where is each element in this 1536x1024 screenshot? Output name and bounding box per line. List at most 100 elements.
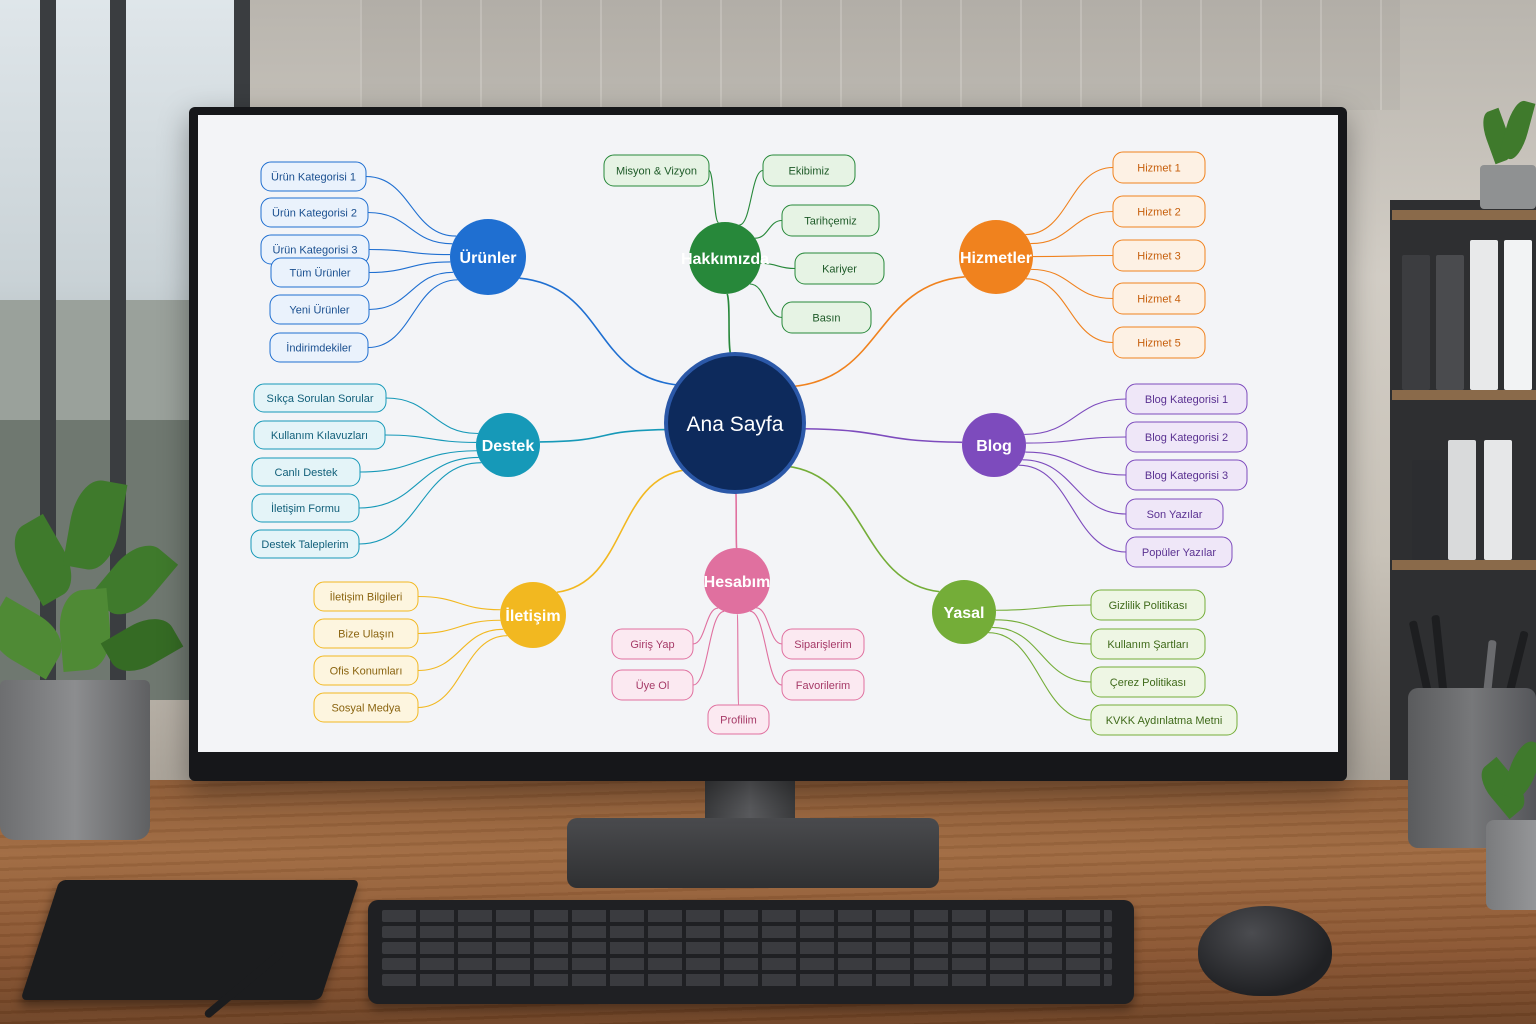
- leaf-node-blog-kategorisi-2[interactable]: Blog Kategorisi 2: [1125, 421, 1248, 453]
- leaf-node-iletisim-formu[interactable]: İletişim Formu: [251, 493, 360, 523]
- binder: [1470, 240, 1498, 390]
- leaf-node-canli-destek[interactable]: Canlı Destek: [251, 457, 361, 487]
- branch-connector-hizmetler: [792, 276, 965, 388]
- hub-node-iletisim[interactable]: İletişim: [500, 582, 566, 648]
- leaf-pill: [781, 628, 865, 660]
- hub-node-yasal[interactable]: Yasal: [932, 580, 996, 644]
- leaf-node-tum-urunler[interactable]: Tüm Ürünler: [270, 257, 370, 288]
- center-node[interactable]: Ana Sayfa: [664, 352, 806, 494]
- leaf-node-blog-kategorisi-3[interactable]: Blog Kategorisi 3: [1125, 459, 1248, 491]
- leaf-label: İletişim Formu: [271, 502, 340, 515]
- leaf-connector: [749, 283, 783, 319]
- leaf-connector: [992, 626, 1092, 683]
- hub-node-blog[interactable]: Blog: [962, 413, 1026, 477]
- leaf-label: Ürün Kategorisi 1: [271, 172, 356, 184]
- leaf-label: KVKK Aydınlatma Metni: [1106, 715, 1223, 727]
- leaf-node-uye-ol[interactable]: Üye Ol: [611, 669, 694, 701]
- leaf-connector: [749, 610, 783, 686]
- leaf-node-kvkk-aydinlatma-metni[interactable]: KVKK Aydınlatma Metni: [1090, 704, 1238, 736]
- leaf-node-gizlilik-politikasi[interactable]: Gizlilik Politikası: [1090, 589, 1206, 621]
- leaf-label: Bize Ulaşın: [338, 629, 394, 641]
- leaf-node-hizmet-5[interactable]: Hizmet 5: [1112, 326, 1206, 359]
- leaf-node-destek-taleplerim[interactable]: Destek Taleplerim: [250, 529, 360, 559]
- leaf-node-yeni-urunler[interactable]: Yeni Ürünler: [269, 294, 370, 325]
- leaf-node-son-yazilar[interactable]: Son Yazılar: [1125, 498, 1224, 530]
- leaf-node-hizmet-4[interactable]: Hizmet 4: [1112, 282, 1206, 315]
- leaf-node-favorilerim[interactable]: Favorilerim: [781, 669, 865, 701]
- leaf-pill: [313, 581, 419, 612]
- leaf-node-sikca-sorulan-sorular[interactable]: Sıkça Sorulan Sorular: [253, 383, 387, 413]
- hub-label: Yasal: [944, 605, 985, 622]
- leaf-node-bize-ulasin[interactable]: Bize Ulaşın: [313, 618, 419, 649]
- shelf-board: [1392, 210, 1536, 220]
- leaf-node-kariyer[interactable]: Kariyer: [794, 252, 885, 285]
- hub-circle: [932, 580, 996, 644]
- leaf-label: Tarihçemiz: [804, 216, 857, 228]
- hub-circle: [689, 222, 761, 294]
- leaf-connector: [708, 169, 720, 224]
- leaf-connector: [358, 462, 482, 545]
- leaf-connector: [692, 610, 725, 686]
- leaf-connector: [760, 262, 796, 270]
- plant-pot-right: [1486, 820, 1536, 910]
- branch-connector-destek: [539, 428, 668, 443]
- leaf-node-indirimdekiler[interactable]: İndirimdekiler: [269, 332, 369, 363]
- leaf-node-cerez-politikasi[interactable]: Çerez Politikası: [1090, 666, 1206, 698]
- leaf-node-urun-kategorisi-1[interactable]: Ürün Kategorisi 1: [260, 161, 367, 192]
- leaf-connector: [1025, 436, 1127, 444]
- monitor-screen: Ürün Kategorisi 1 Ürün Kategorisi 2 Ürün K…: [198, 115, 1338, 752]
- leaf-connector: [384, 434, 477, 443]
- hub-node-hizmetler[interactable]: Hizmetler: [959, 220, 1033, 294]
- leaf-node-populer-yazilar[interactable]: Popüler Yazılar: [1125, 536, 1233, 568]
- hub-circle: [476, 413, 540, 477]
- nodes: Ürün Kategorisi 1 Ürün Kategorisi 2 Ürün K…: [250, 151, 1248, 736]
- leaf-node-blog-kategorisi-1[interactable]: Blog Kategorisi 1: [1125, 383, 1248, 415]
- hub-label: Hizmetler: [960, 250, 1032, 267]
- leaf-label: Son Yazılar: [1147, 509, 1203, 521]
- binder: [1436, 255, 1464, 390]
- leaf-node-hizmet-1[interactable]: Hizmet 1: [1112, 151, 1206, 184]
- leaf-connector: [417, 635, 508, 709]
- leaf-label: Profilim: [720, 715, 757, 727]
- leaf-pill: [251, 493, 360, 523]
- leaf-node-urun-kategorisi-3[interactable]: Ürün Kategorisi 3: [260, 234, 370, 265]
- leaf-connector: [1025, 451, 1127, 476]
- leaf-node-urun-kategorisi-2[interactable]: Ürün Kategorisi 2: [260, 197, 369, 228]
- leaf-pill: [794, 252, 885, 285]
- hub-node-hakkimizda[interactable]: Hakkımızda: [681, 222, 769, 294]
- binder: [1448, 440, 1476, 560]
- leaf-node-kullanim-kilavuzlari[interactable]: Kullanım Kılavuzları: [253, 420, 386, 450]
- leaf-label: Hizmet 1: [1137, 163, 1180, 175]
- leaf-node-kullanim-sartlari[interactable]: Kullanım Şartları: [1090, 628, 1206, 660]
- keyboard: [368, 900, 1134, 1004]
- leaf-node-hizmet-2[interactable]: Hizmet 2: [1112, 195, 1206, 228]
- monitor-stand-neck: [705, 775, 795, 825]
- center-label: Ana Sayfa: [687, 413, 784, 436]
- leaf-node-siparislerim[interactable]: Siparişlerim: [781, 628, 865, 660]
- leaf-label: Gizlilik Politikası: [1109, 600, 1188, 612]
- leaf-node-ekibimiz[interactable]: Ekibimiz: [762, 154, 856, 187]
- leaf-pill: [1125, 459, 1248, 491]
- leaf-connector: [359, 450, 477, 473]
- leaf-node-misyon-vizyon[interactable]: Misyon & Vizyon: [603, 154, 710, 187]
- leaf-pill: [781, 669, 865, 701]
- leaf-node-hizmet-3[interactable]: Hizmet 3: [1112, 239, 1206, 272]
- leaf-pill: [260, 161, 367, 192]
- leaf-node-iletisim-bilgileri[interactable]: İletişim Bilgileri: [313, 581, 419, 612]
- hub-node-hesabim[interactable]: Hesabım: [704, 548, 771, 614]
- leaf-connector: [417, 628, 504, 672]
- leaf-node-giris-yap[interactable]: Giriş Yap: [611, 628, 694, 660]
- binder: [1484, 440, 1512, 560]
- hub-label: Ürünler: [460, 248, 517, 267]
- leaf-label: Yeni Ürünler: [289, 305, 349, 317]
- leaf-node-ofis-konumlari[interactable]: Ofis Konumları: [313, 655, 419, 686]
- hub-node-urunler[interactable]: Ürünler: [450, 219, 526, 295]
- leaf-node-profilim[interactable]: Profilim: [707, 704, 770, 735]
- leaf-node-basin[interactable]: Basın: [781, 301, 872, 334]
- leaf-node-sosyal-medya[interactable]: Sosyal Medya: [313, 692, 419, 723]
- shelf-board: [1392, 390, 1536, 400]
- leaf-connector: [739, 169, 764, 226]
- hub-node-destek[interactable]: Destek: [476, 413, 540, 477]
- leaf-node-tarihcemiz[interactable]: Tarihçemiz: [781, 204, 880, 237]
- leaf-label: Ofis Konumları: [330, 666, 403, 678]
